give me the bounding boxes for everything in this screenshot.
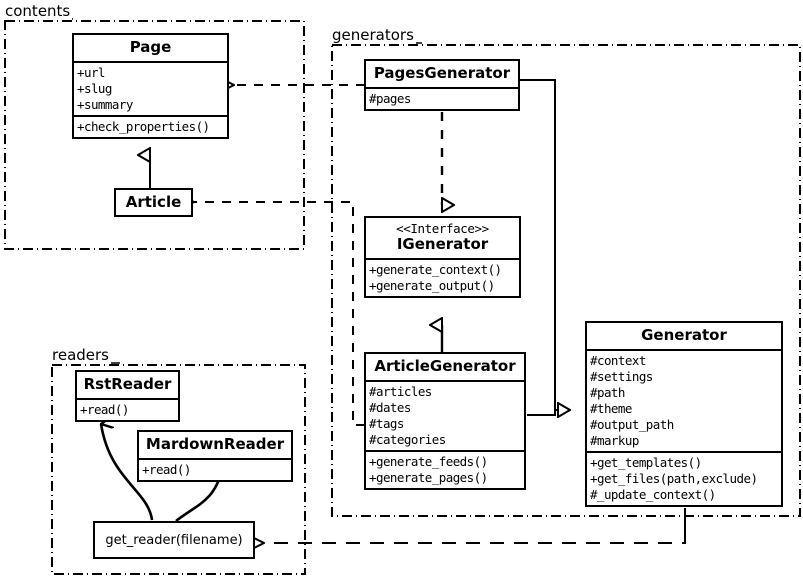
method-row: #_update_context(): [590, 486, 716, 502]
class-methods-article-generator: +generate_feeds() +generate_pages(): [366, 449, 524, 488]
function-label-get-reader: get_reader(filename): [105, 532, 243, 548]
attribute-row: #categories: [369, 431, 446, 447]
class-box-igenerator[interactable]: <<Interface>> IGenerator +generate_conte…: [364, 216, 521, 298]
class-methods-generator: +get_templates() +get_files(path,exclude…: [587, 450, 781, 505]
method-row: +generate_output(): [369, 277, 495, 293]
method-row: +generate_feeds(): [369, 453, 488, 469]
method-row: +generate_context(): [369, 261, 502, 277]
class-name-generator: Generator: [641, 326, 727, 344]
class-box-generator[interactable]: Generator #context #settings #path #them…: [585, 321, 783, 507]
class-attributes-page: +url +slug +summary: [74, 60, 227, 115]
class-methods-mardown-reader: +read(): [139, 457, 291, 480]
method-row: +read(): [142, 461, 191, 477]
class-name-article: Article: [125, 193, 182, 211]
attribute-row: #pages: [369, 90, 411, 106]
class-attributes-article-generator: #articles #dates #tags #categories: [366, 379, 524, 450]
method-row: +generate_pages(): [369, 469, 488, 485]
class-name-mardown-reader: MardownReader: [145, 435, 285, 453]
method-row: +get_files(path,exclude): [590, 470, 758, 486]
class-name-rst-reader: RstReader: [83, 375, 172, 393]
class-name-page: Page: [129, 38, 172, 56]
class-methods-rst-reader: +read(): [77, 397, 178, 420]
attribute-row: #dates: [369, 399, 411, 415]
class-methods-page: +check_properties(): [74, 114, 227, 137]
class-methods-igenerator: +generate_context() +generate_output(): [366, 257, 519, 296]
class-attributes-generator: #context #settings #path #theme #output_…: [587, 348, 781, 451]
class-box-article-generator[interactable]: ArticleGenerator #articles #dates #tags …: [364, 352, 526, 490]
relationship-pagesgenerator-inherits-generator: [520, 79, 570, 410]
class-name-article-generator: ArticleGenerator: [374, 357, 516, 375]
attribute-row: #output_path: [590, 416, 674, 432]
attribute-row: #theme: [590, 400, 632, 416]
attribute-row: #articles: [369, 383, 432, 399]
class-name-pages-generator: PagesGenerator: [373, 64, 511, 82]
attribute-row: #markup: [590, 432, 639, 448]
relationship-generator-uses-get-reader: [264, 508, 686, 543]
method-row: +get_templates(): [590, 454, 702, 470]
class-box-page[interactable]: Page +url +slug +summary +check_properti…: [72, 33, 229, 139]
package-label-readers: readers: [51, 346, 111, 364]
method-row: +read(): [80, 401, 129, 417]
attribute-row: #context: [590, 352, 646, 368]
attribute-row: +url: [77, 64, 105, 80]
class-name-igenerator: <<Interface>> IGenerator: [366, 218, 519, 258]
class-box-pages-generator[interactable]: PagesGenerator #pages: [364, 59, 520, 111]
class-box-rst-reader[interactable]: RstReader +read(): [75, 370, 180, 422]
function-box-get-reader[interactable]: get_reader(filename): [93, 521, 255, 559]
class-box-article[interactable]: Article: [114, 188, 193, 217]
class-attributes-pages-generator: #pages: [366, 86, 518, 109]
package-label-generators: generators: [331, 26, 416, 44]
class-stereotype-igenerator: <<Interface>>: [396, 221, 489, 236]
class-box-mardown-reader[interactable]: MardownReader +read(): [137, 430, 293, 482]
attribute-row: +slug: [77, 80, 112, 96]
attribute-row: +summary: [77, 96, 133, 112]
attribute-row: #settings: [590, 368, 653, 384]
package-label-contents: contents: [4, 2, 73, 20]
class-name-label-igenerator: IGenerator: [396, 235, 489, 253]
attribute-row: #path: [590, 384, 625, 400]
attribute-row: #tags: [369, 415, 404, 431]
relationship-articlegenerator-inherits-generator: [527, 410, 556, 416]
relationship-articlegenerator-uses-article: [194, 202, 365, 426]
method-row: +check_properties(): [77, 118, 210, 134]
